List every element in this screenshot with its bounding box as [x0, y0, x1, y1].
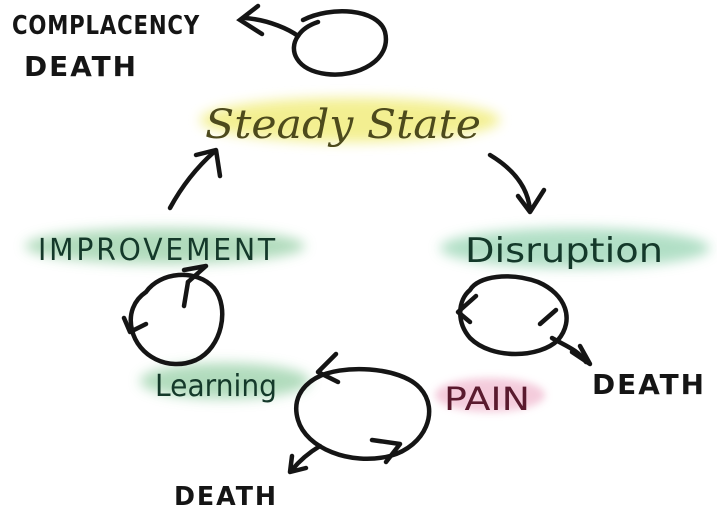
- disruption-loop-arrowhead: [455, 293, 479, 325]
- improvement-loop: [121, 263, 225, 367]
- learning-label: Learning: [155, 369, 277, 404]
- steady-state-label: Steady State: [205, 102, 481, 148]
- pain-death-arrowhead: [287, 453, 309, 475]
- disruption-label: Disruption: [465, 231, 663, 271]
- improvement-loop-tick: [181, 279, 191, 309]
- learning-highlight: [140, 363, 310, 399]
- improvement-label: IMPROVEMENT: [38, 233, 278, 268]
- pain-highlight: [435, 378, 545, 412]
- arrowhead-steady: [193, 147, 223, 179]
- complacency-loop-circle: [291, 9, 389, 77]
- improvement-highlight: [25, 228, 305, 264]
- arrowhead-disruption: [515, 187, 547, 215]
- pain-label: PAIN: [444, 380, 530, 418]
- complacency-death-label: DEATH: [24, 50, 138, 83]
- highlights: [25, 98, 710, 412]
- improvement-loop-circle: [128, 272, 225, 367]
- disruption-highlight: [440, 228, 710, 268]
- pain-loop-arrowhead-right: [369, 437, 403, 465]
- complacency-label: COMPLACENCY: [12, 11, 200, 41]
- cycle-arrows: [167, 147, 547, 215]
- death-bottom-label: DEATH: [174, 482, 278, 512]
- pain-death-tail: [289, 443, 323, 473]
- complacency-loop-tail: [242, 15, 301, 39]
- arrow-improvement-to-steady: [167, 149, 217, 211]
- complacency-arrowhead: [236, 3, 265, 37]
- improvement-loop-arrowhead-top: [181, 263, 209, 285]
- labels: COMPLACENCY DEATH Steady State Disruptio…: [12, 11, 706, 512]
- steady-state-highlight: [200, 98, 500, 142]
- disruption-loop: [455, 274, 593, 367]
- arrow-steady-to-disruption: [487, 152, 533, 213]
- improvement-loop-arrowhead-left: [121, 315, 149, 335]
- disruption-loop-tick: [537, 307, 559, 327]
- pain-loop-circle: [294, 366, 432, 462]
- pain-loop-arrowhead-top: [315, 351, 341, 385]
- pain-loop: [287, 351, 432, 475]
- complacency-loop: [236, 3, 389, 77]
- death-right-label: DEATH: [592, 368, 706, 401]
- disruption-death-arrowhead: [569, 343, 593, 367]
